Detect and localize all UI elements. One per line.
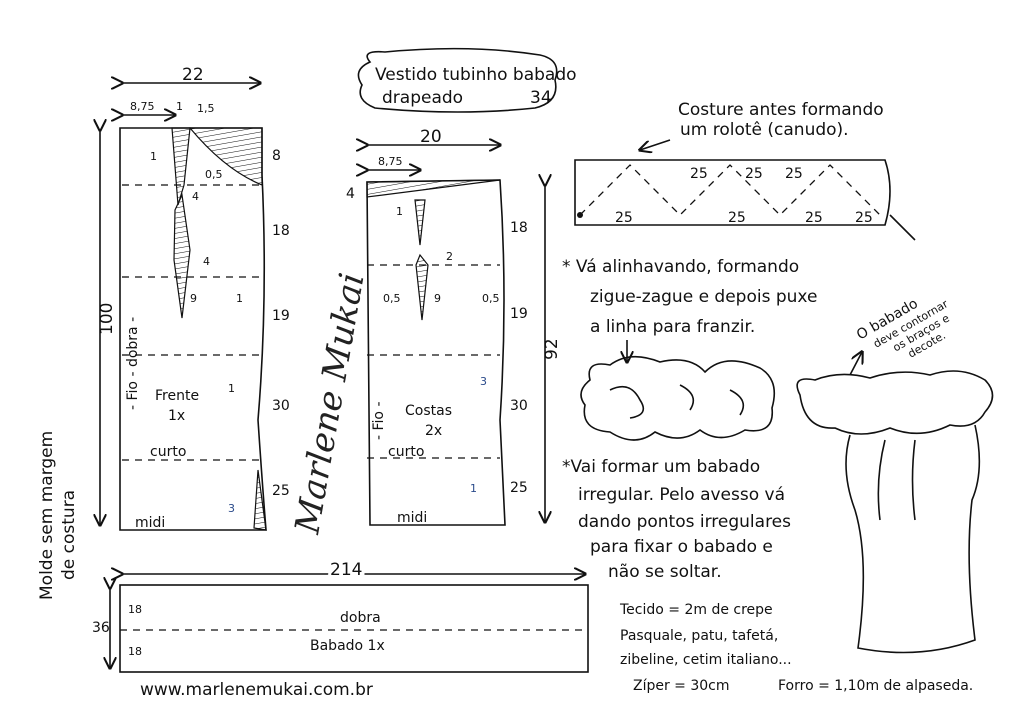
front-height: 100 [97, 303, 117, 335]
note-line: dando pontos irregulares [578, 512, 791, 532]
front-side-19: 19 [272, 308, 290, 324]
ruffle-half: 18 [128, 645, 142, 658]
back-grain: - Fio - [371, 402, 387, 441]
back-mark: 2 [446, 250, 453, 263]
front-grain: - Fio - dobra - [125, 317, 141, 410]
back-short-label: curto [388, 444, 424, 460]
roll-bottom-25: 25 [728, 210, 746, 226]
ruffle-strip-piece: 214 dobra Babado 1x 36 18 18 [92, 557, 589, 673]
back-side-25: 25 [510, 480, 528, 496]
note-line: de costura [59, 490, 79, 580]
back-mark: 3 [480, 375, 487, 388]
note-line: zibeline, cetim italiano... [620, 652, 792, 668]
front-name: Frente [155, 388, 199, 404]
front-mark: 9 [190, 292, 197, 305]
title-line2: drapeado [382, 88, 463, 108]
note-line: irregular. Pelo avesso vá [578, 485, 785, 505]
front-top-mid: 1 [176, 100, 183, 113]
roll-note-2: um rolotê (canudo). [680, 120, 849, 140]
ruffle-fold: dobra [340, 610, 381, 626]
ruffle-height: 36 [92, 620, 110, 636]
basting-note: * Vá alinhavando, formando zigue-zague e… [562, 257, 817, 362]
front-mark: 1 [150, 150, 157, 163]
note-line: zigue-zague e depois puxe [590, 287, 817, 307]
back-top-left: 8,75 [378, 155, 403, 168]
back-mark: 0,5 [482, 292, 500, 305]
front-side-8: 8 [272, 148, 281, 164]
back-side-19: 19 [510, 306, 528, 322]
dress-illustration [796, 370, 994, 654]
note-line: não se soltar. [608, 562, 722, 582]
ruffle-name: Babado 1x [310, 638, 385, 654]
back-midi-label: midi [397, 510, 427, 526]
note-line: * Vá alinhavando, formando [562, 257, 799, 277]
note-line: para fixar o babado e [590, 537, 773, 557]
irregular-note: *Vai formar um babado irregular. Pelo av… [562, 457, 791, 582]
back-side-18: 18 [510, 220, 528, 236]
back-qty: 2x [425, 423, 442, 439]
front-mark: 3 [228, 502, 235, 515]
note-line: *Vai formar um babado [562, 457, 760, 477]
front-top-left: 8,75 [130, 100, 155, 113]
roll-top-25: 25 [785, 166, 803, 182]
back-height: 92 [542, 338, 562, 360]
zipper-note: Zíper = 30cm [633, 678, 730, 694]
website: www.marlenemukai.com.br [140, 680, 373, 700]
front-side-25: 25 [272, 483, 290, 499]
front-short-label: curto [150, 444, 186, 460]
back-mark: 9 [434, 292, 441, 305]
front-width: 22 [182, 65, 204, 85]
front-qty: 1x [168, 408, 185, 424]
title-size: 34 [530, 88, 552, 108]
front-mark: 1 [236, 292, 243, 305]
front-mark: 4 [203, 255, 210, 268]
roll-top-25: 25 [690, 166, 708, 182]
roll-top-25: 25 [745, 166, 763, 182]
materials-note: Tecido = 2m de crepe Pasquale, patu, taf… [619, 602, 973, 694]
roll-bottom-25: 25 [855, 210, 873, 226]
title-box: Vestido tubinho babado drapeado 34 [357, 47, 577, 113]
ruffle-illustration [580, 355, 776, 441]
back-side-30: 30 [510, 398, 528, 414]
front-side-30: 30 [272, 398, 290, 414]
ruffle-length: 214 [330, 560, 362, 580]
signature: Marlene Mukai [287, 270, 372, 538]
back-mark: 1 [470, 482, 477, 495]
back-pattern-piece: 20 8,75 4 92 - Fio - Costas 2x curto mid… [346, 127, 562, 526]
back-mark: 0,5 [383, 292, 401, 305]
back-width: 20 [420, 127, 442, 147]
roll-bottom-25: 25 [615, 210, 633, 226]
roll-note-1: Costure antes formando [678, 100, 884, 120]
title-line1: Vestido tubinho babado [375, 65, 577, 85]
note-line: Tecido = 2m de crepe [619, 602, 773, 618]
front-mark: 0,5 [205, 168, 223, 181]
side-note: Molde sem margem de costura [37, 431, 79, 600]
front-pattern-piece: 22 8,75 1 1,5 100 - Fio - dobra - Frente… [97, 65, 290, 531]
lining-note: Forro = 1,10m de alpaseda. [778, 678, 973, 694]
back-name: Costas [405, 403, 452, 419]
note-line: a linha para franzir. [590, 317, 755, 337]
front-mark: 4 [192, 190, 199, 203]
back-mark: 1 [396, 205, 403, 218]
ruffle-hint: O babado deve contornar os braços e deco… [854, 296, 952, 361]
rolled-tube-diagram: Costure antes formando um rolotê (canudo… [574, 100, 916, 241]
roll-bottom-25: 25 [805, 210, 823, 226]
back-top-depth: 4 [346, 186, 355, 202]
front-top-right: 1,5 [197, 102, 215, 115]
front-mark: 1 [228, 382, 235, 395]
note-line: Pasquale, patu, tafetá, [620, 628, 778, 644]
note-line: Molde sem margem [37, 431, 57, 600]
front-midi-label: midi [135, 515, 165, 531]
front-side-18: 18 [272, 223, 290, 239]
ruffle-half: 18 [128, 603, 142, 616]
